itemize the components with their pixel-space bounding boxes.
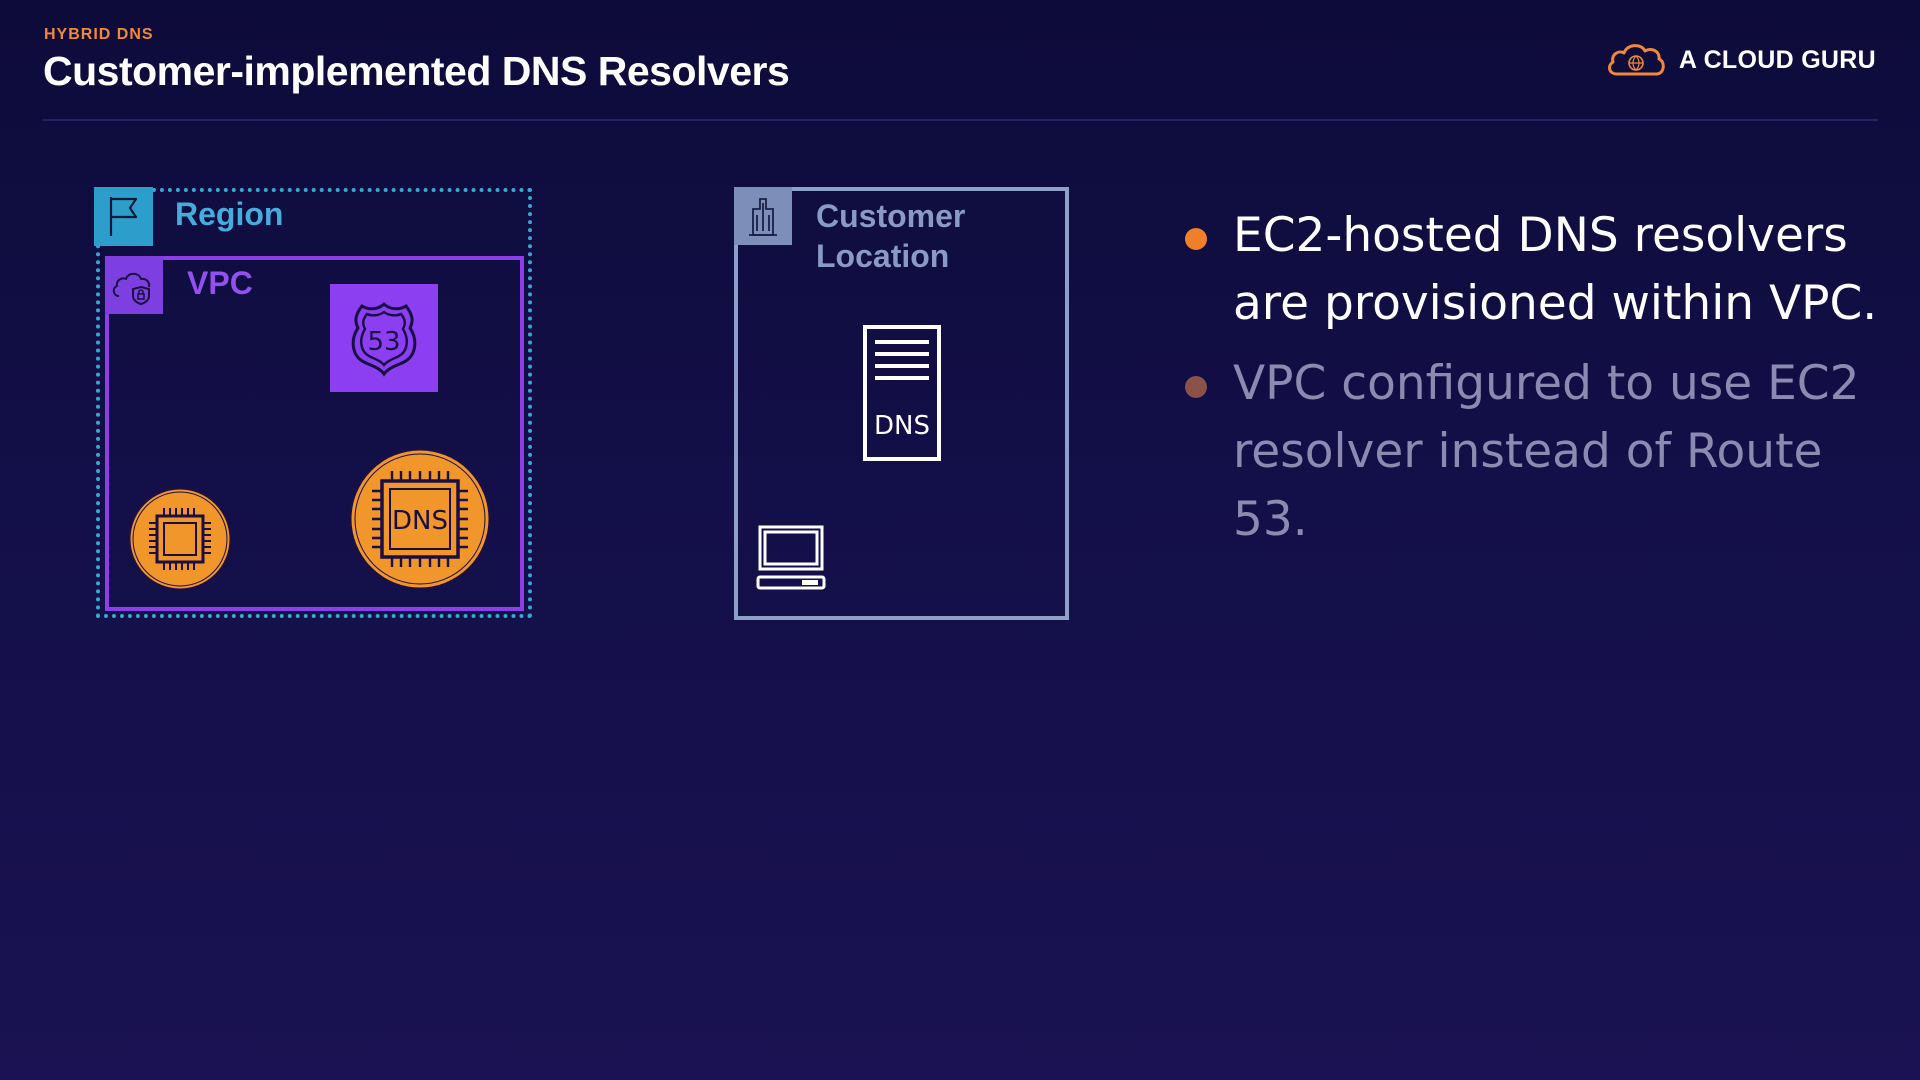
bullet-2-line3: 53. xyxy=(1233,492,1308,547)
region-label: Region xyxy=(175,196,284,232)
customer-location-label-line2: Location xyxy=(816,238,950,274)
vpc-boundary xyxy=(105,256,524,611)
ec2-chip-icon xyxy=(127,486,233,592)
flag-icon xyxy=(109,197,138,236)
section-eyebrow: HYBRID DNS xyxy=(44,26,154,43)
route53-shield-icon: 53 xyxy=(351,301,417,377)
customer-location-label: Customer Location xyxy=(816,196,1036,276)
brand-name: A CLOUD GURU xyxy=(1678,45,1876,74)
bullet-1-line2: are provisioned within VPC. xyxy=(1233,276,1878,331)
dns-server-icon: DNS xyxy=(863,325,941,461)
page-title: Customer-implemented DNS Resolvers xyxy=(43,48,790,94)
bullet-item: VPC configured to use EC2 resolver inste… xyxy=(1185,350,1885,554)
building-icon xyxy=(749,198,777,236)
header-divider xyxy=(43,119,1878,121)
cloud-logo-icon xyxy=(1607,44,1665,76)
vpc-tag xyxy=(105,256,163,314)
bullet-item: EC2-hosted DNS resolvers are provisioned… xyxy=(1185,202,1885,338)
bullet-1-line1: EC2-hosted DNS resolvers xyxy=(1233,208,1848,263)
route53-badge-text: 53 xyxy=(367,327,400,357)
laptop-icon xyxy=(756,525,826,590)
ec2-dns-chip-icon: DNS xyxy=(348,447,492,591)
ec2-dns-label: DNS xyxy=(392,506,448,536)
customer-location-boundary xyxy=(734,187,1069,620)
bullet-list: EC2-hosted DNS resolvers are provisioned… xyxy=(1185,202,1885,566)
bullet-2-line1: VPC configured to use EC2 xyxy=(1233,356,1860,411)
bullet-2-line2: resolver instead of Route xyxy=(1233,424,1823,479)
brand-logo: A CLOUD GURU xyxy=(1605,40,1876,80)
bullet-dot xyxy=(1185,228,1207,250)
route53-service-icon: 53 xyxy=(330,284,438,392)
region-boundary xyxy=(96,188,532,618)
customer-location-tag xyxy=(734,187,792,245)
cloud-shield-icon xyxy=(112,272,151,306)
vpc-label: VPC xyxy=(187,265,253,301)
customer-location-label-line1: Customer xyxy=(816,198,966,234)
region-tag xyxy=(94,187,153,246)
bullet-dot xyxy=(1185,376,1207,398)
onprem-dns-label: DNS xyxy=(874,411,930,441)
